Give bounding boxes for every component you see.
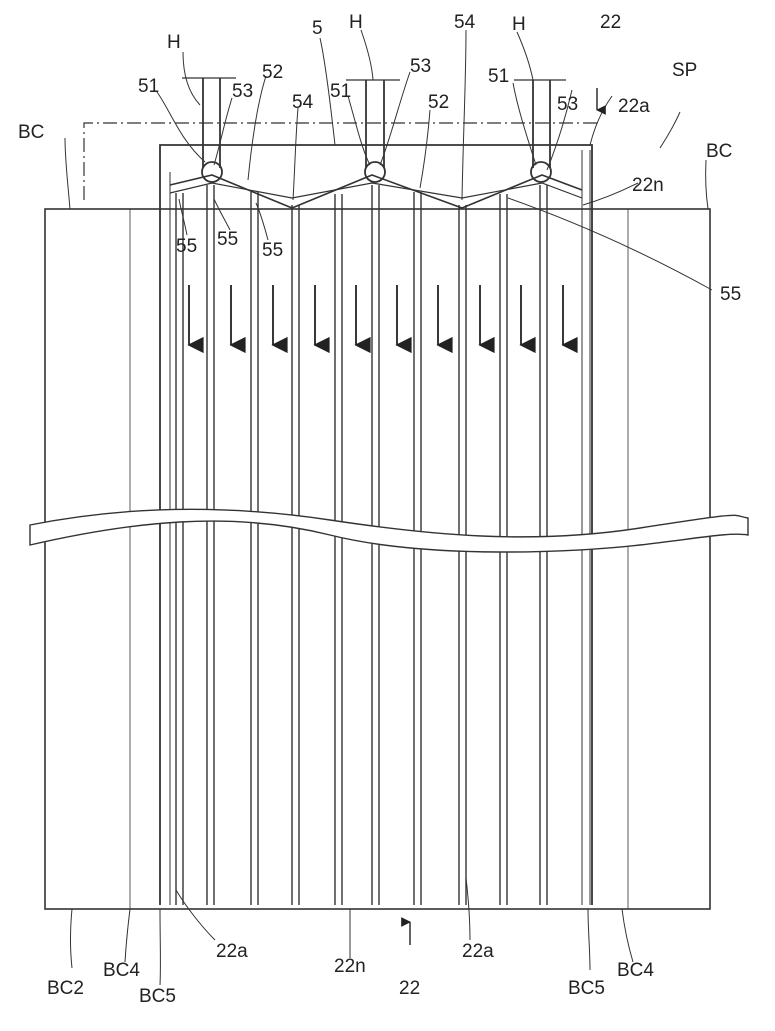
hose-51-left	[202, 78, 221, 168]
manifold-54	[169, 174, 583, 209]
label-BC5-left: BC5	[139, 986, 176, 1007]
label-H-right: H	[512, 14, 526, 35]
label-51-middle: 51	[330, 81, 351, 102]
bag-22-outline	[159, 144, 593, 905]
label-BC5-right: BC5	[568, 978, 605, 999]
label-H-middle: H	[349, 12, 363, 33]
label-H-left: H	[167, 32, 181, 53]
label-5: 5	[312, 18, 323, 39]
label-52-left: 52	[262, 62, 283, 83]
hose-51-right	[532, 80, 551, 168]
sp-boundary	[83, 122, 600, 200]
label-SP: SP	[672, 60, 697, 81]
label-53-right: 53	[557, 94, 578, 115]
label-51-right: 51	[488, 66, 509, 87]
label-BC-right: BC	[706, 141, 732, 162]
label-51-left: 51	[138, 76, 159, 97]
label-53-middle: 53	[410, 56, 431, 77]
label-22-top: 22	[600, 12, 621, 33]
label-55-a: 55	[176, 236, 197, 257]
label-22-bottom: 22	[399, 978, 420, 999]
label-22n-top: 22n	[632, 175, 664, 196]
connector-53-middle	[364, 161, 386, 183]
label-BC-left: BC	[18, 122, 44, 143]
label-55-c: 55	[262, 240, 283, 261]
label-BC2: BC2	[47, 978, 84, 999]
label-55-b: 55	[217, 229, 238, 250]
label-22a-bottom-right: 22a	[462, 941, 494, 962]
flow-arrows	[187, 285, 578, 354]
bc-outer-frame	[44, 208, 711, 910]
label-54-left: 54	[292, 92, 314, 113]
label-22a-bottom-left: 22a	[216, 941, 248, 962]
label-22a-top: 22a	[618, 96, 650, 117]
label-55-right: 55	[720, 284, 741, 305]
label-53-left: 53	[232, 81, 253, 102]
label-54-top: 54	[454, 12, 476, 33]
label-BC4-right: BC4	[617, 960, 654, 981]
connector-53-left	[201, 161, 223, 183]
connector-53-right	[530, 161, 552, 183]
label-BC4-left: BC4	[103, 960, 140, 981]
hose-51-middle	[365, 80, 385, 168]
label-22n-bottom: 22n	[334, 956, 366, 977]
break-line	[29, 508, 749, 553]
label-52-middle: 52	[428, 92, 449, 113]
